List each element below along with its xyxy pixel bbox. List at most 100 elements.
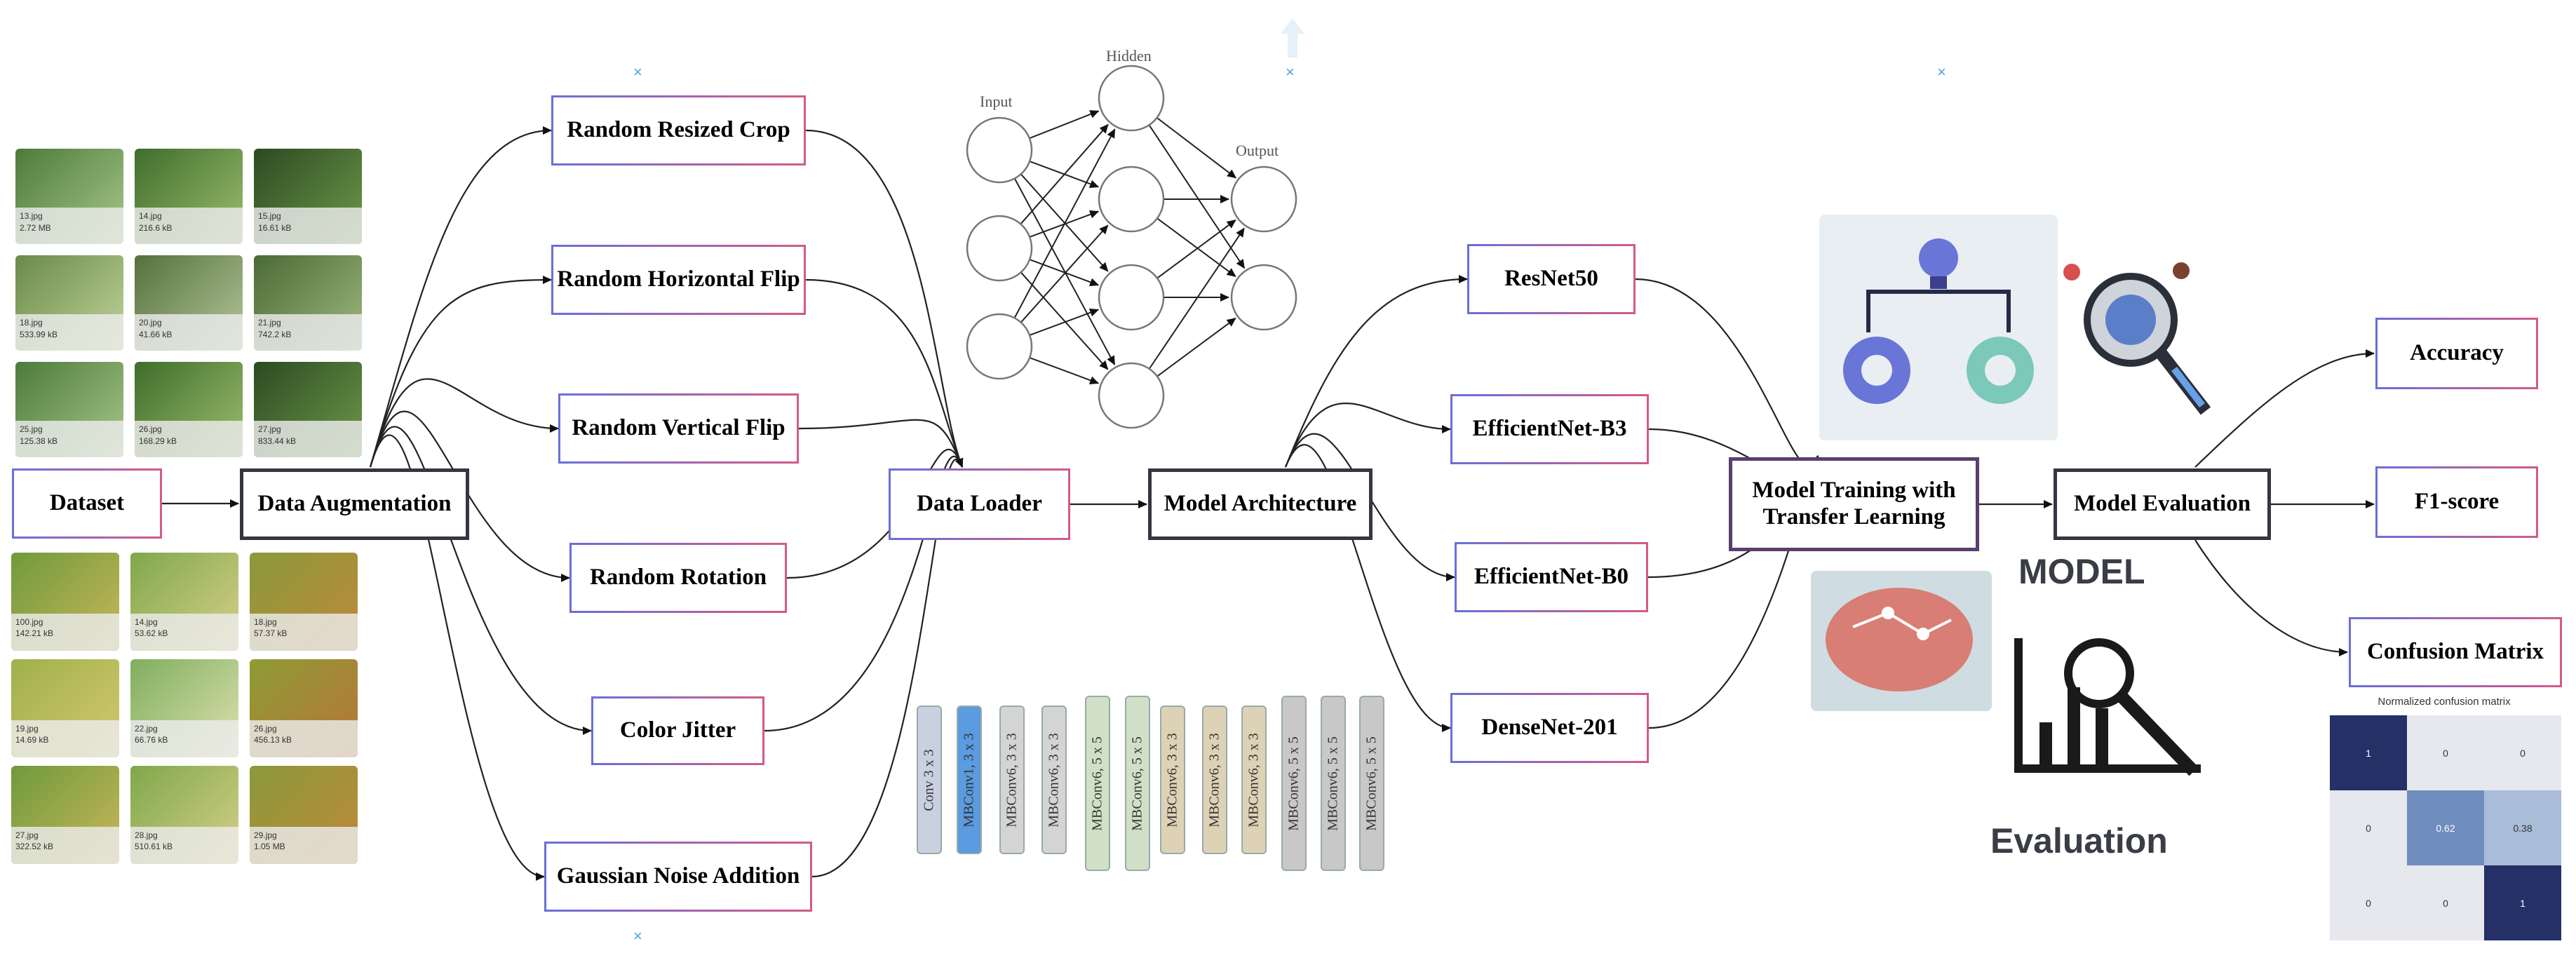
thumbnail-filesize: 2.72 MB: [20, 222, 51, 233]
nn-connection: [1148, 124, 1246, 269]
thumbnail-filename: 27.jpg: [15, 830, 39, 840]
model-caption: MODEL: [2018, 552, 2145, 591]
connector-arrow: [369, 410, 570, 582]
magnifier-analytics-icon: [2063, 262, 2211, 415]
evaluation-chart-icon: [2014, 638, 2201, 776]
cnn-layer-label: MBConv6, 5 x 5: [1089, 736, 1105, 831]
aug-gaussian-noise: Gaussian Noise Addition: [544, 842, 812, 912]
cnn-layer-block: MBConv6, 5 x 5: [1125, 696, 1150, 871]
nn-connection: [1156, 317, 1236, 377]
aug-random-horizontal-flip: Random Horizontal Flip: [551, 245, 806, 315]
connector-arrow: [811, 457, 964, 878]
nn-input-label: Input: [980, 93, 1013, 110]
thumbnail-filesize: 66.76 kB: [135, 735, 168, 745]
connector-arrow: [2194, 539, 2348, 656]
nn-connection: [1029, 357, 1100, 384]
cnn-layer-label: MBConv6, 3 x 3: [1046, 732, 1062, 828]
thumbnail-filename: 22.jpg: [135, 723, 158, 734]
thumbnail-caption: 27.jpg 322.52 kB: [11, 826, 119, 864]
thumbnail-filesize: 16.61 kB: [258, 222, 292, 233]
connector-arrow: [2194, 349, 2375, 468]
dataset-thumbnail: 27.jpg 322.52 kB: [11, 766, 119, 864]
nn-node: [1098, 264, 1165, 331]
dataset-box: Dataset: [12, 468, 162, 539]
thumbnail-filename: 18.jpg: [20, 318, 43, 328]
thumbnail-filename: 14.jpg: [139, 211, 162, 222]
nn-node: [966, 116, 1033, 184]
nn-node: [1098, 362, 1165, 429]
aug-color-jitter: Color Jitter: [591, 696, 764, 765]
model-efficientnet-b0: EfficientNet-B0: [1455, 542, 1648, 612]
cnn-layer-label: MBConv6, 5 x 5: [1129, 736, 1145, 831]
nn-connection: [1029, 309, 1100, 336]
nn-connection: [1020, 224, 1109, 323]
nn-connection: [1156, 117, 1237, 179]
data-augmentation-box: Data Augmentation: [240, 468, 469, 540]
confusion-matrix-cell: 0: [2484, 715, 2561, 790]
model-evaluation-box: Model Evaluation: [2054, 468, 2271, 540]
thumbnail-filesize: 125.38 kB: [20, 436, 58, 446]
connector-arrow: [1284, 402, 1451, 468]
thumbnail-filesize: 742.2 kB: [258, 329, 292, 339]
aug-random-vertical-flip: Random Vertical Flip: [558, 393, 799, 464]
up-arrow-icon: [1281, 18, 1304, 58]
confusion-matrix-title: Normalized confusion matrix: [2378, 696, 2511, 708]
cnn-layer-block: MBConv6, 5 x 5: [1321, 696, 1346, 871]
thumbnail-filesize: 322.52 kB: [15, 842, 54, 851]
nn-connection: [1148, 227, 1245, 370]
cnn-layer-label: MBConv6, 5 x 5: [1363, 736, 1380, 831]
connector-arrow: [369, 434, 545, 881]
nn-node: [966, 215, 1033, 282]
confusion-matrix-cell: 0.62: [2407, 790, 2484, 865]
connector-arrow: [798, 419, 964, 468]
confusion-matrix-cell: 0: [2407, 865, 2484, 940]
cnn-layer-block: MBConv6, 3 x 3: [1202, 706, 1227, 854]
thumbnail-filesize: 41.66 kB: [139, 329, 173, 339]
thumbnail-filename: 13.jpg: [20, 211, 43, 222]
nn-connection: [1029, 110, 1100, 140]
cnn-layer-block: MBConv1, 3 x 3: [957, 706, 982, 854]
thumbnail-filename: 19.jpg: [15, 723, 39, 734]
metric-f1-score: F1-score: [2375, 466, 2538, 538]
confusion-matrix-cell: 0: [2330, 865, 2407, 940]
metric-confusion-matrix: Confusion Matrix: [2349, 617, 2562, 687]
cnn-layer-label: MBConv6, 3 x 3: [1246, 732, 1262, 828]
thumbnail-filename: 29.jpg: [254, 830, 277, 840]
cnn-layer-label: MBConv6, 3 x 3: [1206, 732, 1222, 828]
cnn-layer-block: MBConv6, 5 x 5: [1281, 696, 1307, 871]
nn-connection: [1156, 219, 1236, 279]
thumbnail-filesize: 833.44 kB: [258, 436, 297, 446]
thumbnail-filename: 21.jpg: [258, 318, 281, 328]
thumbnail-filesize: 456.13 kB: [254, 735, 292, 745]
connector-arrow: [805, 129, 964, 468]
neural-network-illustration: [966, 65, 1297, 429]
cnn-layer-label: MBConv1, 3 x 3: [961, 732, 977, 828]
thumbnail-filename: 26.jpg: [139, 424, 162, 435]
nn-connection: [1020, 271, 1109, 370]
x-mark: ×: [1937, 63, 1946, 81]
nn-output-label: Output: [1236, 142, 1279, 159]
nn-connection: [1013, 128, 1116, 318]
lightbulb-gears-icon: [1843, 238, 2034, 404]
thumbnail-filesize: 510.61 kB: [135, 842, 173, 851]
model-architecture-box: Model Architecture: [1148, 468, 1373, 540]
cnn-layer-block: Conv 3 x 3: [917, 706, 942, 854]
x-mark: ×: [1286, 63, 1295, 81]
